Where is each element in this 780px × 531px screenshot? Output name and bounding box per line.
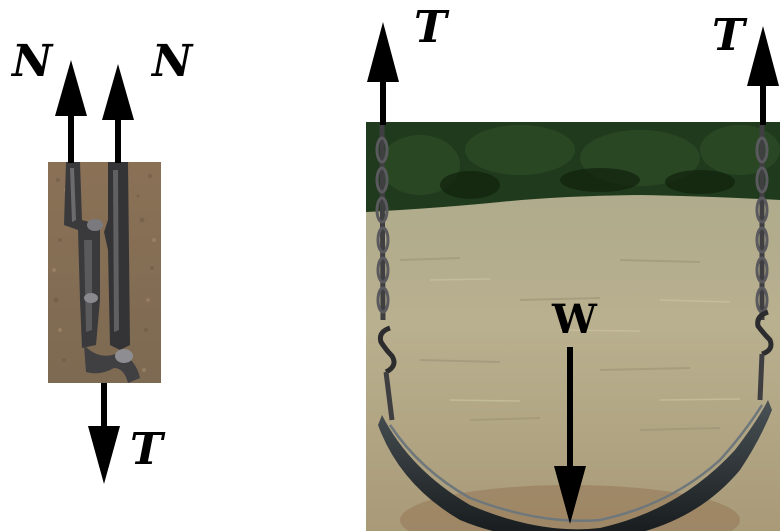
label-normal-force-left: N bbox=[12, 40, 52, 84]
label-weight: W bbox=[552, 300, 597, 340]
label-tension-left-panel: T bbox=[130, 428, 163, 472]
tension-arrow-down bbox=[88, 383, 120, 484]
tension-arrow-right-up bbox=[747, 26, 779, 125]
label-tension-right-panel-right: T bbox=[712, 14, 745, 58]
tension-arrow-left-up bbox=[367, 22, 399, 125]
chain-closeup-photo bbox=[48, 162, 161, 383]
label-normal-force-right: N bbox=[152, 40, 192, 84]
label-tension-right-panel-left: T bbox=[414, 6, 447, 50]
normal-force-arrow-left bbox=[55, 60, 87, 163]
normal-force-arrow-right bbox=[102, 64, 134, 163]
